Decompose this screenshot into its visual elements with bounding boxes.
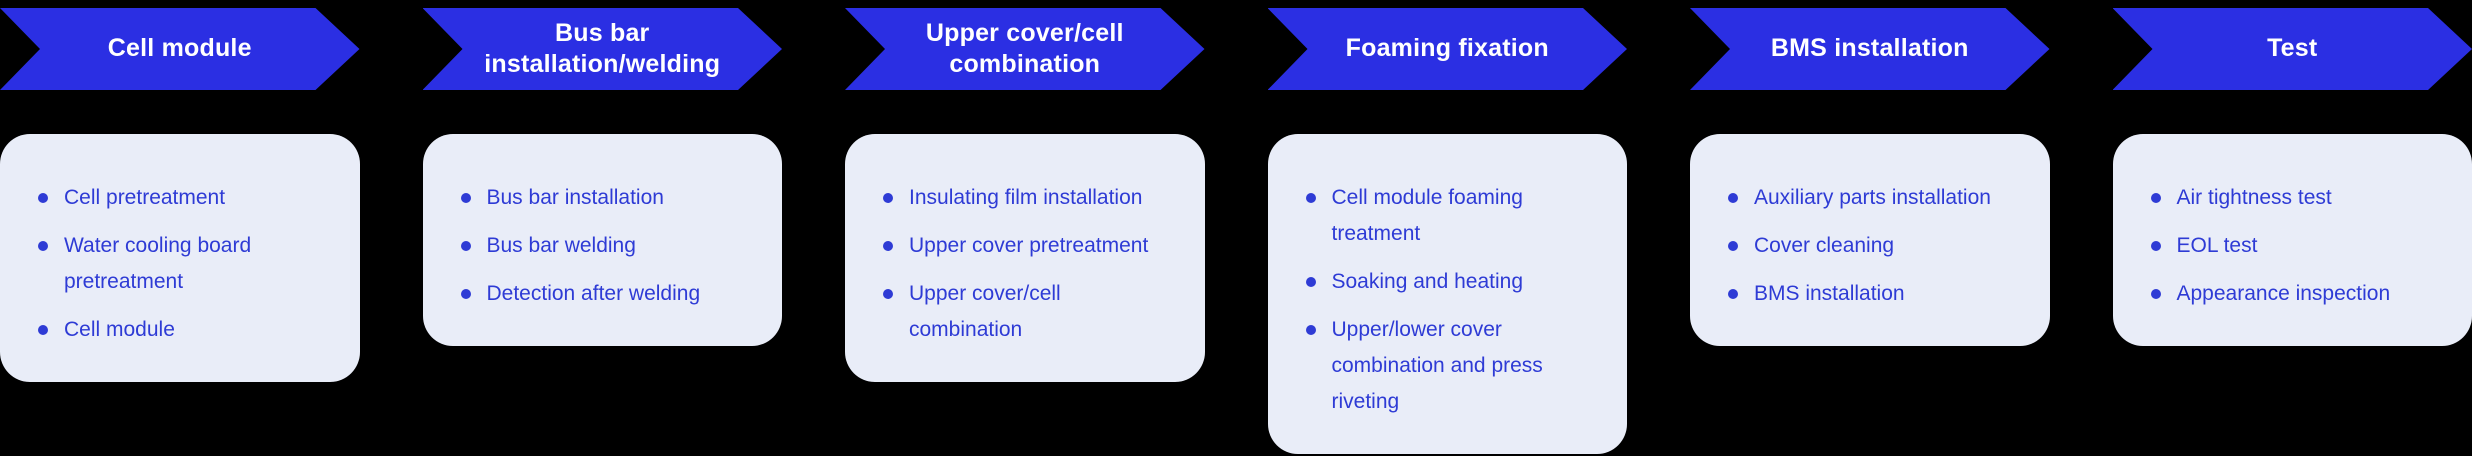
bullet-icon [1305,325,1316,335]
bullet-icon [2150,193,2161,203]
list-item-label: Upper/lower cover combination and press … [1331,318,1543,413]
bullet-icon [1305,277,1316,287]
stage-column-upper-cover: Upper cover/cell combination Insulating … [845,8,1205,382]
bullet-icon [2150,289,2161,299]
list-item-label: EOL test [2176,234,2258,257]
stage-title: Cell module [107,34,252,63]
list-item: Bus bar installation [460,180,753,216]
list-item: Bus bar welding [460,228,753,264]
list-item: Upper cover/cell combination [883,276,1175,348]
stage-card: Auxiliary parts installation Cover clean… [1690,134,2050,346]
list-item-label: Bus bar welding [486,234,636,257]
list-item-label: Soaking and heating [1331,270,1524,293]
stage-title: Test [2267,34,2318,63]
stage-card: Cell module foaming treatment Soaking an… [1267,134,1627,454]
list-item: Water cooling board pretreatment [38,228,330,300]
stage-arrow: Foaming fixation [1268,8,1628,90]
stage-title: BMS installation [1770,34,1969,63]
bullet-icon [460,193,471,203]
list-item-label: Upper cover pretreatment [909,234,1149,257]
bullet-icon [1728,193,1738,203]
stage-card: Air tightness test EOL test Appearance i… [2112,134,2472,346]
bullet-icon [1305,193,1316,203]
stage-card: Cell pretreatment Water cooling board pr… [0,134,360,382]
list-item-label: Appearance inspection [2176,282,2391,305]
bullet-icon [38,325,48,335]
list-item: Cell module foaming treatment [1305,180,1598,252]
stage-arrow: Upper cover/cell combination [845,8,1205,90]
list-item-label: Bus bar installation [486,186,664,209]
stage-row: Cell module Cell pretreatment Water cool… [0,8,2472,454]
stage-card: Bus bar installation Bus bar welding Det… [422,134,782,346]
list-item: Upper cover pretreatment [883,228,1175,264]
bullet-icon [1728,241,1738,251]
list-item: Appearance inspection [2150,276,2443,312]
stage-column-bus-bar: Bus bar installation/welding Bus bar ins… [422,8,783,346]
list-item: Upper/lower cover combination and press … [1305,312,1598,420]
list-item: Insulating film installation [883,180,1175,216]
list-item: Detection after welding [460,276,753,312]
bullet-icon [460,289,471,299]
stage-title: Upper cover/cell combination [925,18,1124,78]
stage-arrow: Test [2113,8,2472,90]
stage-column-cell-module: Cell module Cell pretreatment Water cool… [0,8,360,382]
list-item: Cell module [38,312,330,348]
list-item-label: Water cooling board pretreatment [64,234,252,293]
list-item-label: BMS installation [1754,282,1905,305]
stage-arrow: Cell module [0,8,360,90]
list-item-label: Upper cover/cell combination [909,282,1061,341]
bullet-icon [883,241,893,251]
bullet-icon [883,289,893,299]
bullet-icon [1728,289,1738,299]
stage-title: Bus bar installation/welding [484,18,721,78]
stage-column-bms-installation: BMS installation Auxiliary parts install… [1690,8,2050,346]
stage-column-foaming-fixation: Foaming fixation Cell module foaming tre… [1267,8,1628,454]
bullet-icon [883,193,893,203]
list-item: Air tightness test [2150,180,2443,216]
list-item: Cover cleaning [1728,228,2020,264]
list-item: Soaking and heating [1305,264,1598,300]
stage-column-test: Test Air tightness test EOL test Appeara… [2112,8,2472,346]
stage-arrow: Bus bar installation/welding [423,8,783,90]
bullet-icon [2150,241,2161,251]
stage-arrow: BMS installation [1690,8,2050,90]
list-item-label: Insulating film installation [909,186,1143,209]
bullet-icon [38,193,48,203]
list-item-label: Auxiliary parts installation [1754,186,1991,209]
bullet-icon [38,241,48,251]
list-item-label: Cell module foaming treatment [1331,186,1523,245]
list-item-label: Detection after welding [486,282,701,305]
stage-card: Insulating film installation Upper cover… [845,134,1205,382]
stage-title: Foaming fixation [1345,34,1549,63]
list-item-label: Cover cleaning [1754,234,1895,257]
bullet-icon [460,241,471,251]
list-item-label: Cell module [64,318,175,341]
list-item: EOL test [2150,228,2443,264]
list-item: Cell pretreatment [38,180,330,216]
list-item: Auxiliary parts installation [1728,180,2020,216]
list-item-label: Cell pretreatment [64,186,226,209]
list-item-label: Air tightness test [2176,186,2332,209]
list-item: BMS installation [1728,276,2020,312]
